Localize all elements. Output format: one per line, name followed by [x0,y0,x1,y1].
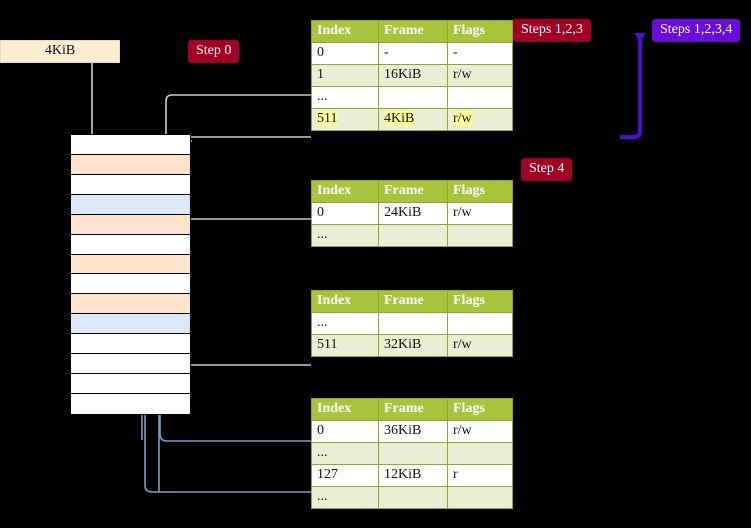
column-header-flags: Flags [447,398,513,421]
column-header-frame: Frame [378,290,448,313]
table-cell: r/w [447,202,513,225]
column-header-frame: Frame [378,398,448,421]
table-row[interactable]: ... [311,224,513,247]
table-row[interactable]: ... [311,486,513,509]
table-cell: 0 [311,42,379,65]
table-cell: 36KiB [378,420,448,443]
table-cell: ... [311,312,379,335]
column-header-index: Index [311,20,379,43]
column-header-index: Index [311,290,379,313]
table-cell: 0 [311,202,379,225]
memory-frame-row [71,314,190,335]
table-cell: 4KiB [378,108,448,131]
table-cell [378,486,448,509]
table-row[interactable]: ... [311,86,513,109]
physical-memory-block [70,134,191,415]
table-cell [378,442,448,465]
column-header-index: Index [311,398,379,421]
table-cell: r/w [447,420,513,443]
memory-frame-row [71,294,190,315]
table-cell: r [447,464,513,487]
table-cell: 127 [311,464,379,487]
memory-size-label-text: 4KiB [44,43,76,58]
table-cell [378,86,448,109]
table-cell [378,224,448,247]
table-cell: 511 [311,334,379,357]
table-row[interactable]: 0-- [311,42,513,65]
memory-frame-row [71,254,190,275]
table-cell [447,312,513,335]
table-cell: 12KiB [378,464,448,487]
table-cell: r/w [447,334,513,357]
table-cell: - [378,42,448,65]
memory-frame-row [71,194,190,215]
connector-table3-to-frame [171,308,311,366]
table-cell: 32KiB [378,334,448,357]
memory-frame-row [71,374,190,394]
table-cell: ... [311,224,379,247]
memory-frame-row [71,393,190,414]
steps-123-badge: Steps 1,2,3 [513,19,591,42]
table-cell: 511 [311,108,379,131]
memory-frame-row [71,274,190,295]
table-cell [378,312,448,335]
table-cell [447,86,513,109]
table-cell: ... [311,442,379,465]
table-cell: r/w [447,64,513,87]
step-0-badge: Step 0 [188,40,240,63]
table-cell: - [447,42,513,65]
column-header-frame: Frame [378,20,448,43]
memory-frame-row [71,154,190,175]
column-header-flags: Flags [447,20,513,43]
table-cell: 24KiB [378,202,448,225]
table-cell [447,224,513,247]
memory-frame-row [71,354,190,375]
memory-frame-row [71,234,190,255]
memory-frame-row [71,334,190,355]
column-header-frame: Frame [378,180,448,203]
column-header-index: Index [311,180,379,203]
steps-1234-badge: Steps 1,2,3,4 [652,19,741,42]
connector-table2-to-frame [177,218,311,266]
bracket-arrow-purple [620,33,646,139]
table-cell: 0 [311,420,379,443]
table-cell [447,486,513,509]
connector-table4-row0 [159,415,311,442]
step-4-badge: Step 4 [521,158,573,181]
table-cell: ... [311,486,379,509]
table-row[interactable]: ... [311,442,513,465]
column-header-flags: Flags [447,180,513,203]
memory-frame-row [71,174,190,195]
table-cell: 1 [311,64,379,87]
table-cell: r/w [447,108,513,131]
table-cell: 16KiB [378,64,448,87]
memory-size-label: 4KiB [0,40,120,63]
table-cell [447,442,513,465]
memory-frame-row [71,135,190,155]
column-header-flags: Flags [447,290,513,313]
table-cell: ... [311,86,379,109]
memory-frame-row [71,214,190,235]
table-row[interactable]: ... [311,312,513,335]
connector-table4-row127 [144,415,311,493]
